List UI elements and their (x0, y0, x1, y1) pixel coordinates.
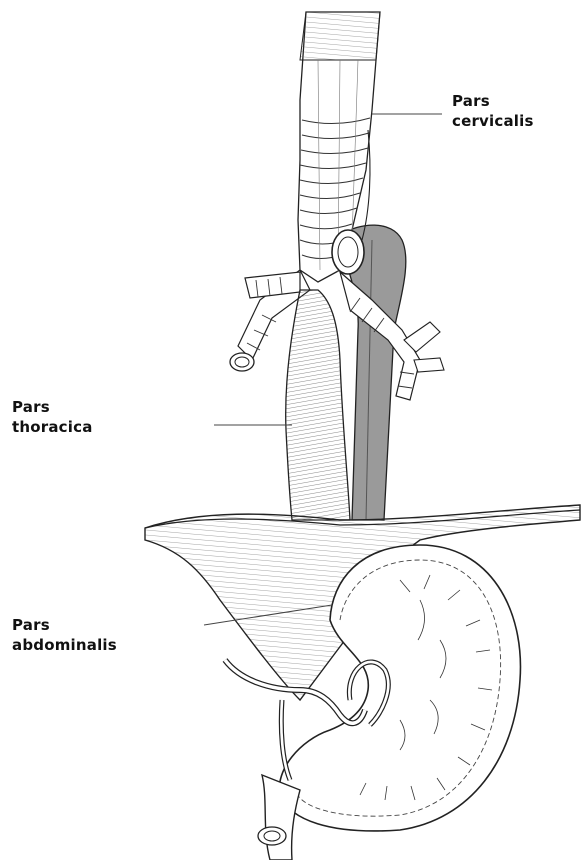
label-pars-cervicalis: Pars cervicalis (452, 91, 534, 131)
label-pars-thoracica: Pars thoracica (12, 397, 93, 437)
label-thoracic-line2: thoracica (12, 417, 93, 437)
aortic-arch (332, 230, 364, 274)
label-cervical-line1: Pars (452, 91, 534, 111)
label-thoracic-line1: Pars (12, 397, 93, 417)
label-abdominal-line1: Pars (12, 615, 117, 635)
label-abdominal-line2: abdominalis (12, 635, 117, 655)
label-pars-abdominalis: Pars abdominalis (12, 615, 117, 655)
label-cervical-line2: cervicalis (452, 111, 534, 131)
